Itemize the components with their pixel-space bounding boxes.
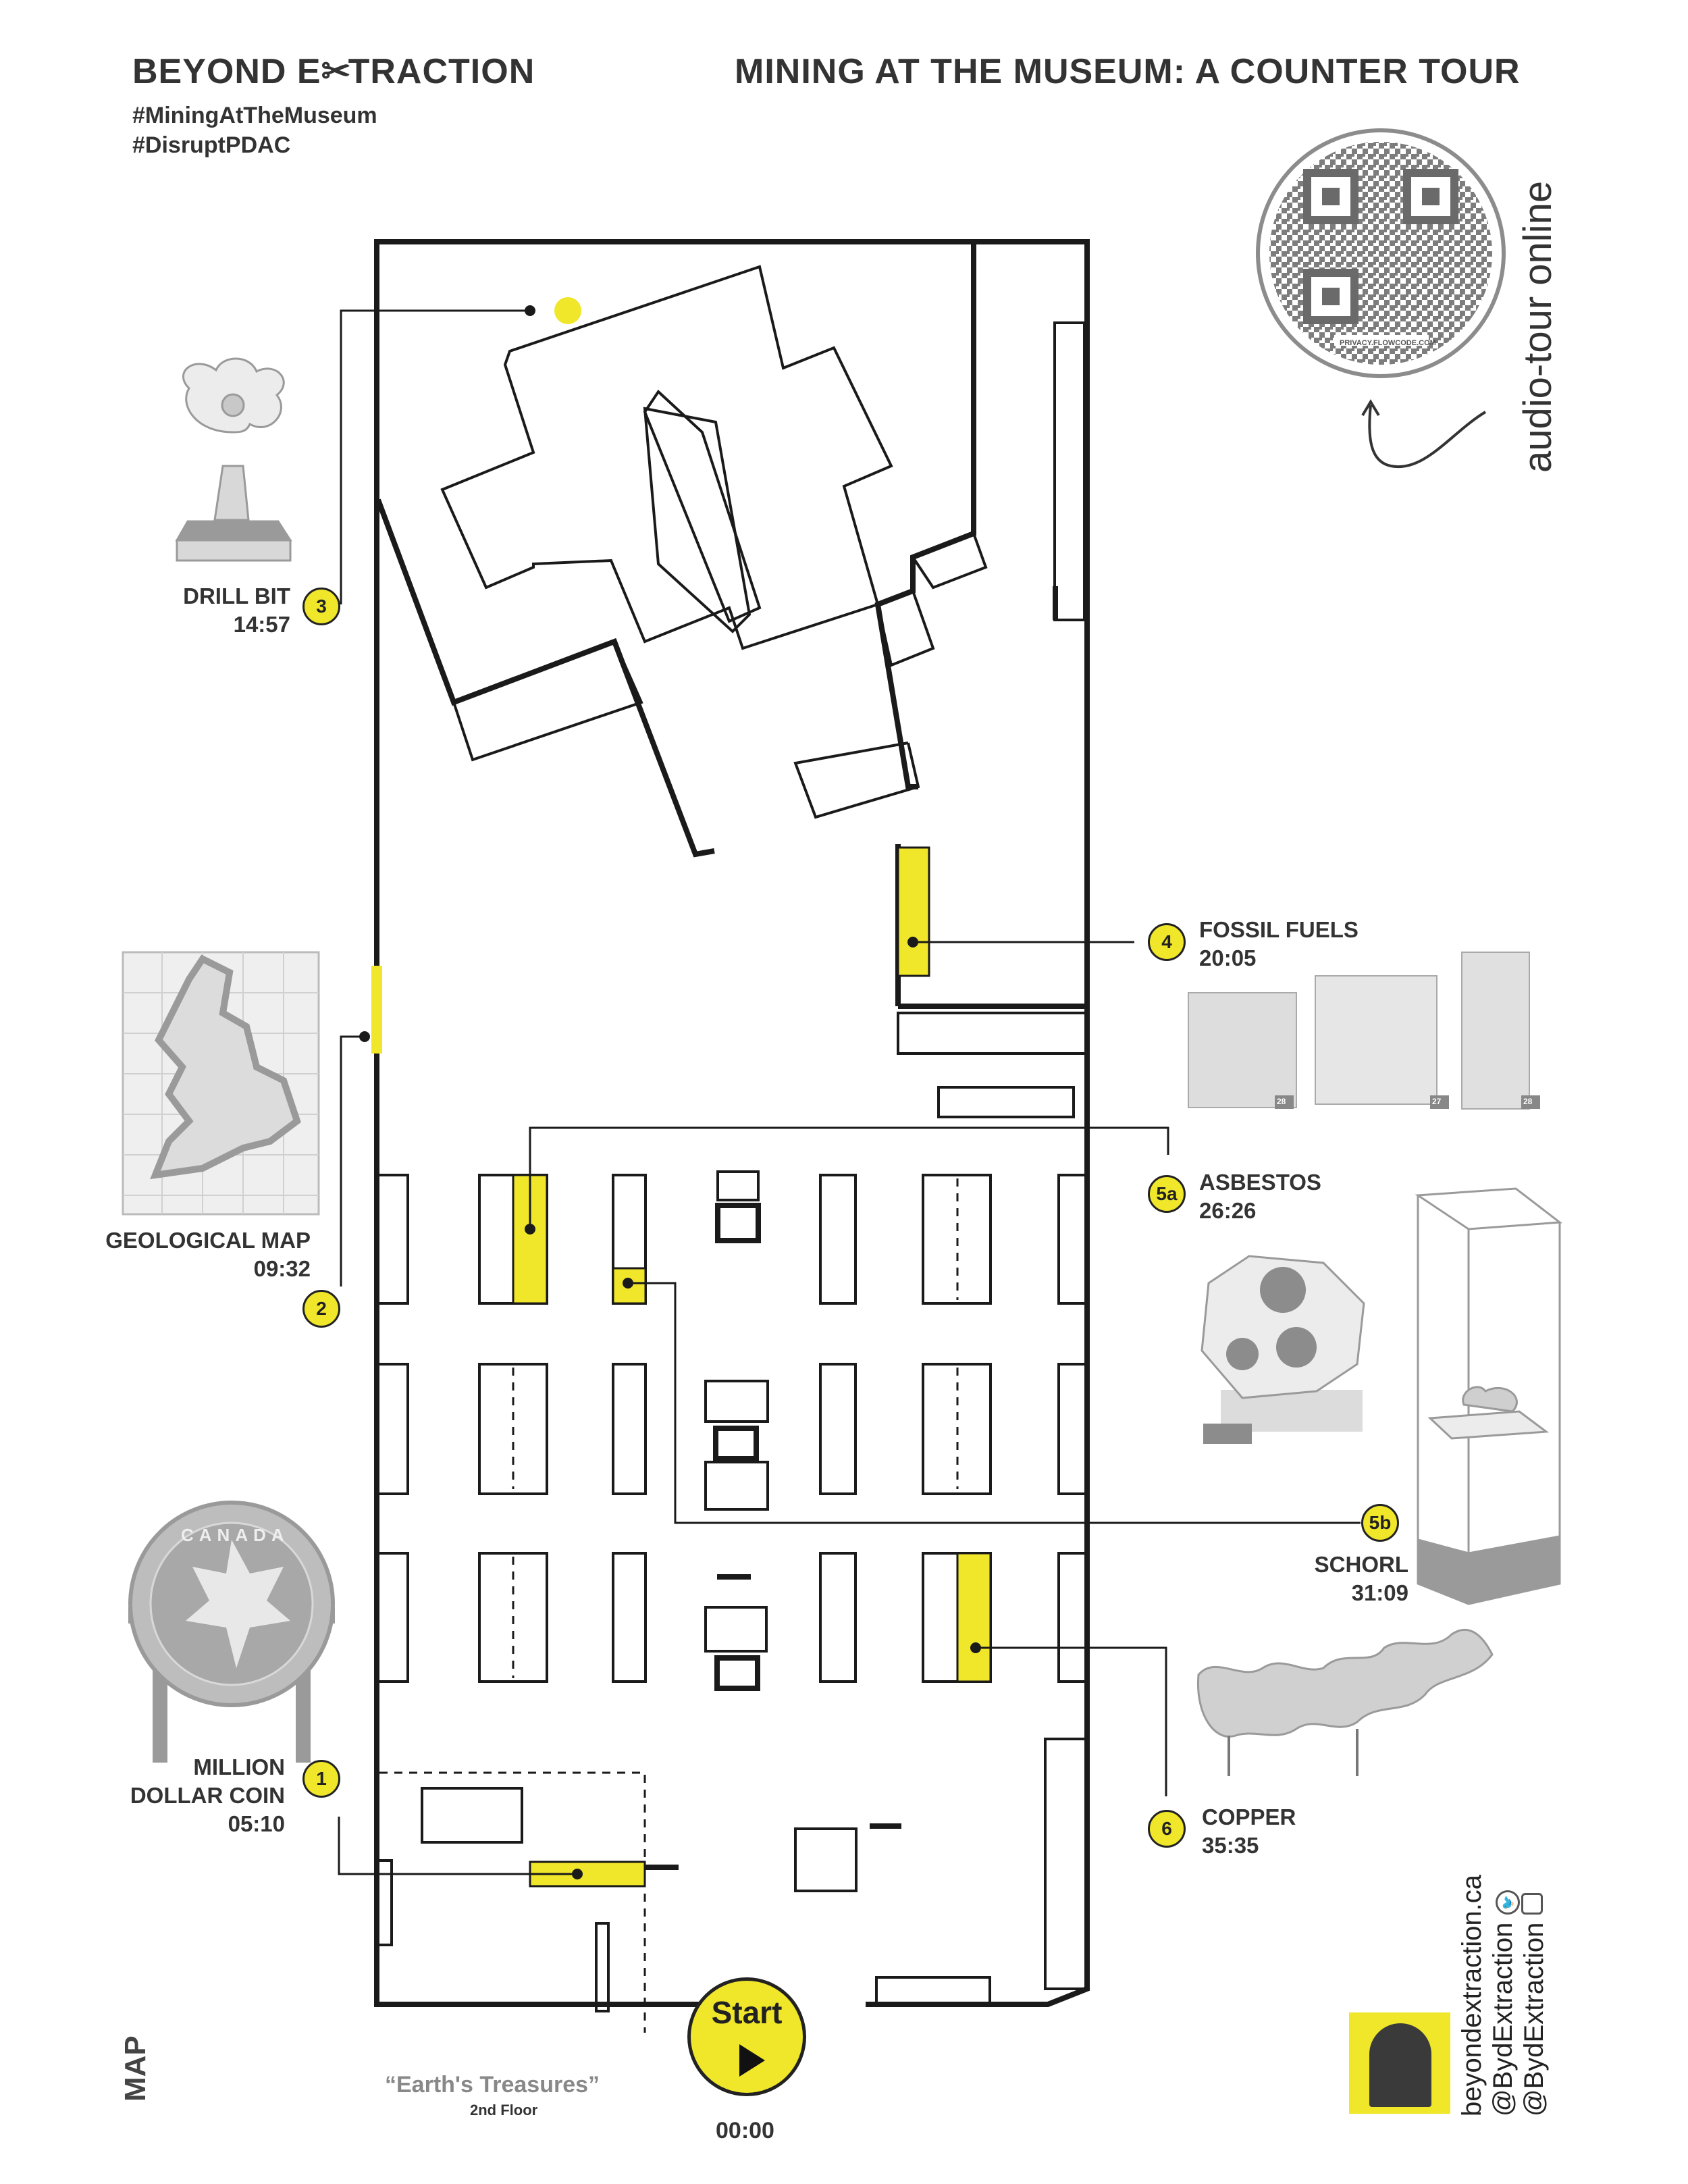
- stop-1-time: 05:10: [228, 1811, 285, 1836]
- twitter-handle: @BydExtraction: [1488, 1922, 1518, 2116]
- gallery-name: “Earth's Treasures”: [385, 2072, 600, 2098]
- start-time: 00:00: [716, 2118, 774, 2143]
- play-icon: [739, 2044, 765, 2077]
- hashtag-mining: #MiningAtTheMuseum: [132, 103, 377, 128]
- stop-6-badge[interactable]: 6: [1148, 1810, 1186, 1848]
- hashtag-disrupt: #DisruptPDAC: [132, 132, 291, 158]
- website-text: beyondextraction.ca: [1457, 1874, 1487, 2116]
- logo-figure: [1369, 2023, 1431, 2107]
- stop-5a-badge[interactable]: 5a: [1148, 1175, 1186, 1213]
- schorl-display-illustration: [1415, 1187, 1563, 1605]
- stop-2-time: 09:32: [253, 1256, 311, 1281]
- stop-6-name[interactable]: COPPER: [1202, 1804, 1296, 1829]
- highlight-drill-bit: [554, 297, 581, 324]
- thumb-label-1: 28: [1277, 1097, 1286, 1106]
- logo-tile: [1349, 2012, 1450, 2114]
- gallery-floor: 2nd Floor: [470, 2102, 538, 2118]
- stop-2-name[interactable]: GEOLOGICAL MAP: [105, 1228, 311, 1253]
- stop-6-time: 35:35: [1202, 1833, 1259, 1858]
- asbestos-illustration: [1201, 1255, 1365, 1444]
- map-side-label: MAP: [119, 2035, 152, 2102]
- stop-5a-time: 26:26: [1199, 1198, 1257, 1223]
- stop-1-name-line1[interactable]: MILLION: [193, 1754, 285, 1779]
- brand-logo: BEYOND E✂TRACTION: [132, 51, 535, 92]
- stop-5b-time: 31:09: [1351, 1580, 1408, 1605]
- highlight-coin: [529, 1861, 646, 1888]
- thumb-label-3: 28: [1523, 1097, 1533, 1106]
- instagram-handle: @BydExtraction: [1519, 1922, 1549, 2116]
- stop-4-time: 20:05: [1199, 945, 1257, 970]
- stop-5b-badge[interactable]: 5b: [1361, 1504, 1399, 1542]
- coin-text: CANADA: [181, 1525, 290, 1545]
- stop-4-name[interactable]: FOSSIL FUELS: [1199, 917, 1359, 942]
- geological-map-illustration: [122, 951, 320, 1216]
- website-link[interactable]: beyondextraction.ca: [1457, 1875, 1487, 2116]
- highlight-fossil-fuels: [897, 846, 930, 977]
- start-label: Start: [711, 1995, 783, 2030]
- highlight-geo-map: [371, 966, 382, 1054]
- stop-1-name-line2[interactable]: DOLLAR COIN: [130, 1783, 285, 1808]
- instagram-link[interactable]: @BydExtraction: [1519, 1893, 1550, 2116]
- stop-3-time: 14:57: [233, 612, 290, 637]
- twitter-icon: 🐦: [1496, 1890, 1520, 1915]
- drill-bit-illustration: [175, 357, 292, 562]
- fossil-fuels-thumbnails: [1188, 952, 1540, 1110]
- qr-code[interactable]: PRIVACY.FLOWCODE.COM: [1256, 128, 1506, 378]
- stop-3-name[interactable]: DRILL BIT: [183, 583, 290, 608]
- stop-2-badge[interactable]: 2: [302, 1290, 340, 1328]
- instagram-icon: [1521, 1893, 1543, 1915]
- qr-pattern: [1269, 142, 1492, 365]
- highlight-copper: [956, 1552, 992, 1683]
- stop-3-badge[interactable]: 3: [302, 588, 340, 625]
- start-button[interactable]: Start: [687, 1977, 806, 2096]
- qr-small-text: PRIVACY.FLOWCODE.COM: [1340, 339, 1436, 347]
- stop-4-badge[interactable]: 4: [1148, 923, 1186, 961]
- thumb-label-2: 27: [1432, 1097, 1442, 1106]
- twitter-link[interactable]: @BydExtraction 🐦: [1488, 1890, 1520, 2116]
- stop-5a-name[interactable]: ASBESTOS: [1199, 1170, 1321, 1195]
- page-title: MINING AT THE MUSEUM: A COUNTER TOUR: [735, 52, 1521, 91]
- brand-right: TRACTION: [348, 52, 535, 91]
- scissors-icon: ✂: [321, 52, 352, 91]
- coin-illustration: [128, 1501, 335, 1763]
- copper-illustration: [1196, 1629, 1494, 1776]
- stop-1-badge[interactable]: 1: [302, 1760, 340, 1798]
- brand-left: BEYOND E: [132, 52, 321, 91]
- stop-5b-name[interactable]: SCHORL: [1314, 1552, 1408, 1577]
